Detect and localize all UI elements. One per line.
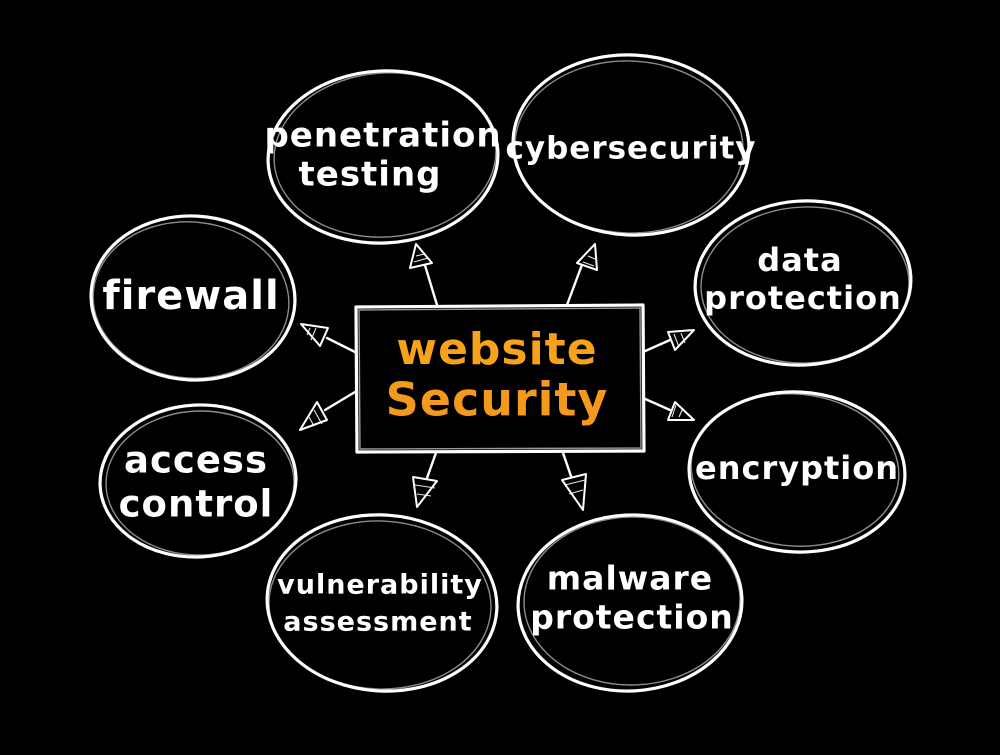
node-label-line1: data [757, 241, 842, 279]
bubble-outline [98, 403, 298, 559]
center-title-line2: Security [386, 373, 609, 427]
arrow-to-penetration-testing [409, 243, 439, 307]
bubble-outline [511, 53, 751, 237]
center-box-outline [354, 303, 646, 454]
connector-arrows [299, 243, 695, 511]
arrow-to-malware-protection [560, 448, 587, 511]
node-label-line1: firewall [102, 273, 279, 319]
node-label-line2: protection [530, 598, 734, 637]
node-label-line2: testing [299, 155, 442, 195]
node-label-line1: cybersecurity [506, 131, 757, 167]
node-label-line2: control [119, 483, 274, 526]
node-vulnerability-assessment: vulnerability assessment [265, 513, 499, 693]
node-data-protection: data protection [693, 199, 913, 367]
bubble-outline [693, 199, 913, 367]
node-label-line2: assessment [283, 607, 472, 638]
bubble-outline [89, 214, 297, 382]
node-penetration-testing: penetration testing [264, 69, 501, 245]
bubble-outline [516, 513, 744, 693]
node-access-control: access control [98, 403, 298, 559]
node-label-line1: malware [547, 559, 713, 598]
node-label-line2: protection [704, 279, 902, 317]
bubble-outline [266, 69, 500, 245]
arrow-to-data-protection [641, 329, 695, 354]
node-malware-protection: malware protection [516, 513, 744, 693]
bubble-outline [265, 513, 499, 693]
node-firewall: firewall [89, 214, 297, 382]
arrow-to-vulnerability-assessment [412, 448, 439, 508]
node-label-line1: vulnerability [277, 570, 483, 601]
center-node: website Security [354, 303, 646, 454]
node-label-line1: penetration [264, 116, 501, 156]
arrow-to-cybersecurity [565, 243, 598, 307]
arrow-to-firewall [300, 323, 357, 354]
node-label-line1: encryption [695, 449, 899, 487]
node-encryption: encryption [687, 390, 907, 554]
node-cybersecurity: cybersecurity [506, 53, 757, 237]
arrow-to-access-control [299, 390, 357, 431]
bubble-outline [687, 390, 907, 554]
arrow-to-encryption [641, 396, 695, 421]
center-title-line1: website [396, 324, 597, 375]
node-label-line1: access [124, 439, 268, 482]
